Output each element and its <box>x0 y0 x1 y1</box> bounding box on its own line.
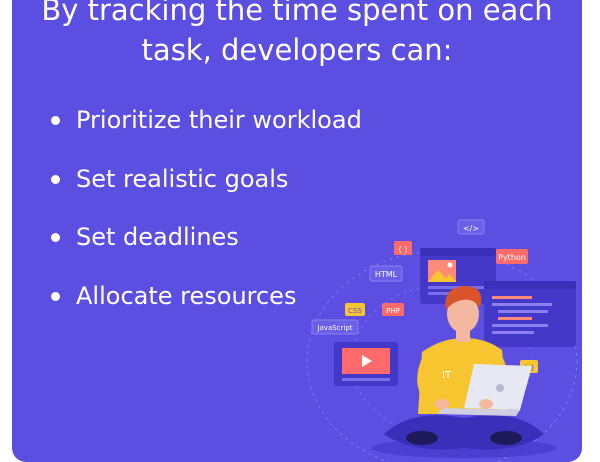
brackets-tag-label: ( ) <box>399 245 408 254</box>
legs <box>384 415 544 450</box>
code-editor-window-icon <box>484 281 576 347</box>
benefit-label: Allocate resources <box>76 281 297 310</box>
python-tag-icon: Python <box>496 249 528 264</box>
php-tag-icon: PHP <box>382 303 404 316</box>
right-shoe <box>490 431 522 445</box>
css-tag-icon: CSS <box>345 303 365 316</box>
left-shoe <box>406 431 438 445</box>
bullet-dot-icon <box>51 233 60 242</box>
developer-illustration: </> ( ) Python HTML <box>306 219 578 462</box>
javascript-tag-label: JavaScript <box>316 324 352 332</box>
php-tag-label: PHP <box>386 307 400 315</box>
benefit-label: Prioritize their workload <box>76 106 362 134</box>
benefit-label: Set realistic goals <box>76 164 289 193</box>
html-tag-label: HTML <box>375 270 398 279</box>
code-tag-icon: </> <box>457 219 485 235</box>
bullet-dot-icon <box>51 116 60 125</box>
face <box>447 295 479 333</box>
left-hand <box>435 399 449 409</box>
laptop-icon <box>438 364 532 416</box>
heading-line-2: task, developers can: <box>141 33 453 67</box>
right-hand <box>479 399 493 409</box>
bullet-dot-icon <box>51 174 60 184</box>
benefit-item: Set realistic goals <box>50 164 362 194</box>
orbit-ring <box>306 250 578 462</box>
python-tag-label: Python <box>498 253 526 262</box>
benefits-list: Prioritize their workload Set realistic … <box>50 105 362 339</box>
benefit-item: Prioritize their workload <box>50 105 362 135</box>
html-tag-icon: HTML <box>369 265 403 282</box>
benefit-item: Allocate resources <box>50 281 362 311</box>
left-arm <box>417 358 442 406</box>
benefit-label: Set deadlines <box>76 223 239 251</box>
bullet-dot-icon <box>51 291 60 301</box>
shirt-label: IT <box>442 370 452 381</box>
video-player-icon <box>334 342 398 386</box>
brackets-tag-icon: ( ) <box>394 241 412 255</box>
javascript-tag-icon: JavaScript <box>311 319 359 335</box>
benefit-item: Set deadlines <box>50 222 362 252</box>
heading-line-1: By tracking the time spent on each <box>41 0 553 27</box>
hair <box>445 286 482 310</box>
info-card: By tracking the time spent on each task,… <box>12 0 582 462</box>
css-tag-label: CSS <box>348 307 362 315</box>
code-tag-label: </> <box>463 224 479 233</box>
heading: By tracking the time spent on each task,… <box>12 0 582 70</box>
